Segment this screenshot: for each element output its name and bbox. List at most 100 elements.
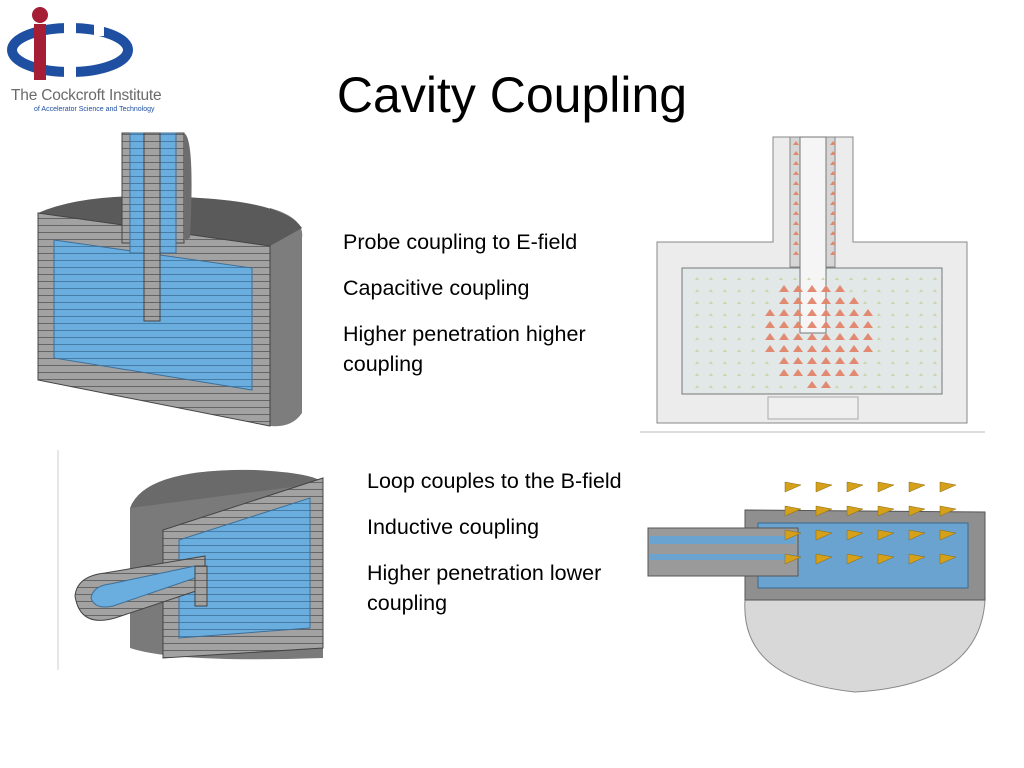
probe-e-field-simulation (640, 136, 985, 433)
e-field-arrow (835, 321, 845, 328)
e-field-arrow (933, 313, 937, 316)
e-field-arrow (863, 309, 873, 316)
b-field-arrow (784, 505, 802, 517)
e-field-arrow (723, 373, 727, 376)
e-field-arrow (793, 333, 803, 340)
e-field-arrow (793, 151, 799, 155)
e-field-arrow (751, 301, 755, 304)
e-field-arrow (737, 325, 741, 328)
e-field-arrow (723, 385, 727, 388)
e-field-arrow (891, 337, 895, 340)
e-field-arrow (830, 251, 836, 255)
e-field-arrow (765, 301, 769, 304)
e-field-arrow (765, 309, 775, 316)
e-field-arrow (751, 277, 755, 280)
b-field-arrow (908, 553, 926, 565)
e-field-arrow (779, 357, 789, 364)
e-field-arrow (849, 357, 859, 364)
e-field-arrow (877, 373, 881, 376)
e-field-arrow (877, 277, 881, 280)
e-field-arrow (751, 349, 755, 352)
e-field-arrow (695, 385, 699, 388)
e-field-arrow (807, 297, 817, 304)
e-field-arrow (807, 357, 817, 364)
e-field-arrow (821, 357, 831, 364)
b-field-arrows (784, 481, 957, 565)
e-field-arrow (835, 297, 845, 304)
b-field-arrow (846, 505, 864, 517)
e-field-arrow (891, 301, 895, 304)
e-field-arrow (919, 313, 923, 316)
probe-coupling-text: Probe coupling to E-field Capacitive cou… (343, 227, 643, 395)
e-field-arrow (905, 361, 909, 364)
e-field-arrow (695, 325, 699, 328)
b-field-arrow (908, 505, 926, 517)
e-field-arrow (765, 333, 775, 340)
e-field-arrow (905, 325, 909, 328)
e-field-arrow (933, 337, 937, 340)
e-field-arrow (877, 313, 881, 316)
logo-subtitle: of Accelerator Science and Technology (34, 106, 155, 113)
e-field-arrow (863, 385, 867, 388)
e-field-arrow (807, 333, 817, 340)
e-field-arrow (751, 373, 755, 376)
b-field-arrow (939, 529, 957, 541)
e-field-arrow (723, 349, 727, 352)
e-field-arrow (933, 373, 937, 376)
loop-cavity-3d-figure (57, 450, 324, 670)
e-field-arrow (779, 369, 789, 376)
e-field-arrow (793, 251, 799, 255)
e-field-arrow (863, 289, 867, 292)
e-field-arrow (830, 221, 836, 225)
e-field-arrow (821, 369, 831, 376)
e-field-arrow (835, 333, 845, 340)
b-field-arrow (815, 505, 833, 517)
e-field-arrow (793, 141, 799, 145)
e-field-arrow (793, 369, 803, 376)
e-field-arrow (933, 325, 937, 328)
e-field-arrow (830, 231, 836, 235)
e-field-arrow (765, 373, 769, 376)
e-field-arrow (849, 297, 859, 304)
e-field-arrow (891, 373, 895, 376)
e-field-arrow (891, 349, 895, 352)
e-field-arrow (933, 361, 937, 364)
e-field-arrow (793, 277, 797, 280)
e-field-arrow (905, 289, 909, 292)
cockcroft-logo-mark-icon (7, 7, 133, 80)
e-field-arrow (877, 349, 881, 352)
e-field-arrow (877, 361, 881, 364)
e-field-arrow (919, 277, 923, 280)
e-field-arrow (905, 349, 909, 352)
e-field-arrow (919, 361, 923, 364)
loop-line-3: Higher penetration lower coupling (367, 561, 602, 615)
e-field-arrow (830, 211, 836, 215)
e-field-arrow (830, 181, 836, 185)
e-field-arrow (807, 321, 817, 328)
e-field-arrow (919, 385, 923, 388)
e-field-arrow (807, 309, 817, 316)
e-field-arrow (709, 385, 713, 388)
e-field-arrow (821, 309, 831, 316)
e-field-arrow (891, 325, 895, 328)
b-field-arrow (784, 481, 802, 493)
e-field-arrow (695, 337, 699, 340)
e-field-arrow (737, 313, 741, 316)
e-field-arrow (723, 325, 727, 328)
b-field-arrow (815, 481, 833, 493)
e-field-arrow (793, 357, 803, 364)
e-field-arrow (821, 297, 831, 304)
e-field-arrow (821, 277, 825, 280)
e-field-arrow (793, 201, 799, 205)
e-field-arrow (709, 325, 713, 328)
e-field-arrow (709, 361, 713, 364)
b-field-arrow (815, 529, 833, 541)
e-field-arrow (877, 385, 881, 388)
logo-name: The Cockcroft Institute (11, 87, 162, 104)
e-field-arrow (877, 325, 881, 328)
e-field-arrow (933, 301, 937, 304)
e-field-arrow (723, 289, 727, 292)
e-field-arrow (751, 361, 755, 364)
e-field-arrow (835, 309, 845, 316)
e-field-arrow (849, 277, 853, 280)
